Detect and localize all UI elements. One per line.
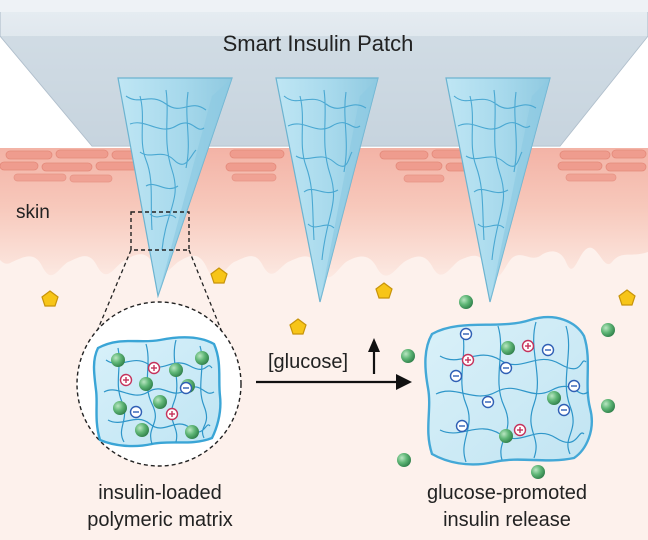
glucose-pentagon-icon (41, 267, 636, 335)
insulin-sphere-group-right (499, 341, 561, 443)
microneedle-2 (275, 77, 379, 303)
insulin-release-matrix (424, 315, 593, 466)
right-caption-line-1: glucose-promoted (427, 482, 587, 504)
insulin-sphere-group-left (111, 351, 209, 439)
released-insulin-spheres (397, 295, 615, 479)
glucose-condition-label: [glucose] (268, 351, 348, 373)
right-caption-line-2: insulin release (443, 509, 571, 531)
skin-label: skin (16, 202, 50, 223)
up-arrow-icon (368, 338, 380, 374)
zoom-box (130, 211, 190, 251)
microneedle-1 (117, 77, 233, 299)
left-caption-line-1: insulin-loaded (98, 482, 221, 504)
patch-top-face (0, 0, 648, 12)
diagram-title: Smart Insulin Patch (223, 31, 414, 56)
insulin-loaded-matrix (92, 336, 222, 448)
left-caption-line-2: polymeric matrix (87, 509, 233, 531)
zoom-line-right (188, 249, 239, 373)
process-arrow-head (396, 374, 412, 390)
microneedle-3 (445, 77, 551, 303)
zoom-line-left (79, 249, 132, 373)
